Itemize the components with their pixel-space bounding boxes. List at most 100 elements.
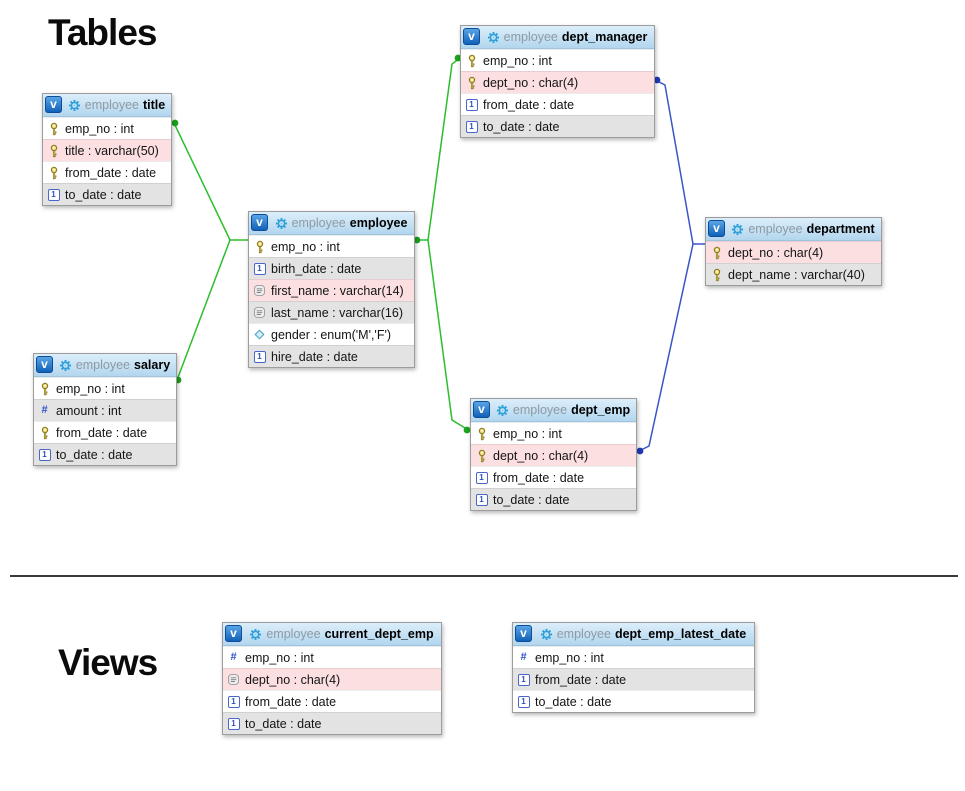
date-icon: 1 <box>227 717 240 730</box>
column-row: title : varchar(50) <box>43 139 171 161</box>
schema-name: employee <box>291 216 346 230</box>
primary-key-icon <box>475 449 488 463</box>
text-icon <box>253 285 266 296</box>
column-label: dept_no : char(4) <box>493 448 589 463</box>
column-label: to_date : date <box>493 492 570 507</box>
column-row: 1 from_date : date <box>223 690 441 712</box>
column-row: #amount : int <box>34 399 176 421</box>
numeric-icon: # <box>520 651 527 663</box>
primary-key-icon <box>465 54 478 68</box>
schema-name: employee <box>556 627 611 641</box>
date-icon: 1 <box>475 471 488 484</box>
gear-icon <box>249 628 262 641</box>
schema-name: employee <box>266 627 321 641</box>
primary-key-icon <box>38 382 51 396</box>
view-badge-icon: v <box>515 625 532 642</box>
column-label: to_date : date <box>56 447 133 462</box>
column-row: from_date : date <box>43 161 171 183</box>
primary-key-icon <box>47 166 60 180</box>
table-name: salary <box>134 358 171 372</box>
gear-icon <box>731 223 744 236</box>
view-badge-icon: v <box>45 96 62 113</box>
column-row: #emp_no : int <box>223 646 441 668</box>
relationship-endpoint-dot <box>636 447 644 455</box>
tables-section-heading: Tables <box>48 12 157 53</box>
column-row: gender : enum('M','F') <box>249 323 414 345</box>
relationship-line-dept_manager-department <box>654 79 705 245</box>
column-row: emp_no : int <box>461 49 654 71</box>
column-row: dept_name : varchar(40) <box>706 263 881 285</box>
relationship-line-salary-employee <box>176 239 231 381</box>
column-row: dept_no : char(4) <box>706 241 881 263</box>
column-row: 1 to_date : date <box>471 488 636 510</box>
column-label: from_date : date <box>483 97 575 112</box>
column-row: emp_no : int <box>34 377 176 399</box>
column-label: from_date : date <box>535 672 627 687</box>
date-icon: 1 <box>475 493 488 506</box>
column-label: from_date : date <box>245 694 337 709</box>
column-row: dept_no : char(4) <box>461 71 654 93</box>
primary-key-icon <box>47 122 60 136</box>
column-label: dept_no : char(4) <box>245 672 341 687</box>
column-row: 1 from_date : date <box>461 93 654 115</box>
view-badge-icon: v <box>225 625 242 642</box>
table-name: dept_emp <box>571 403 631 417</box>
numeric-icon: # <box>41 404 48 416</box>
date-icon: 1 <box>517 695 530 708</box>
column-row: first_name : varchar(14) <box>249 279 414 301</box>
schema-name: employee <box>503 30 558 44</box>
gear-icon <box>487 31 500 44</box>
view-badge-icon: v <box>36 356 53 373</box>
column-label: to_date : date <box>245 716 322 731</box>
column-row: 1 to_date : date <box>513 690 754 712</box>
section-divider <box>10 575 958 577</box>
table-name: dept_emp_latest_date <box>614 627 747 641</box>
date-icon: 1 <box>253 262 266 275</box>
table-name: dept_manager <box>561 30 648 44</box>
column-label: last_name : varchar(16) <box>271 305 404 320</box>
primary-key-icon <box>253 240 266 254</box>
date-icon: 1 <box>465 98 478 111</box>
column-label: first_name : varchar(14) <box>271 283 404 298</box>
enum-icon <box>253 329 266 340</box>
column-label: title : varchar(50) <box>65 143 159 158</box>
column-row: emp_no : int <box>249 235 414 257</box>
column-label: dept_name : varchar(40) <box>728 267 865 282</box>
schema-name: employee <box>75 358 131 372</box>
gear-icon <box>540 628 553 641</box>
column-label: gender : enum('M','F') <box>271 327 392 342</box>
table-name: current_dept_emp <box>324 627 434 641</box>
column-label: to_date : date <box>535 694 612 709</box>
column-row: emp_no : int <box>471 422 636 444</box>
primary-key-icon <box>47 144 60 158</box>
column-label: emp_no : int <box>56 381 125 396</box>
date-icon: 1 <box>227 695 240 708</box>
view-badge-icon: v <box>463 28 480 45</box>
relationship-line-dept_emp-department <box>636 243 694 453</box>
